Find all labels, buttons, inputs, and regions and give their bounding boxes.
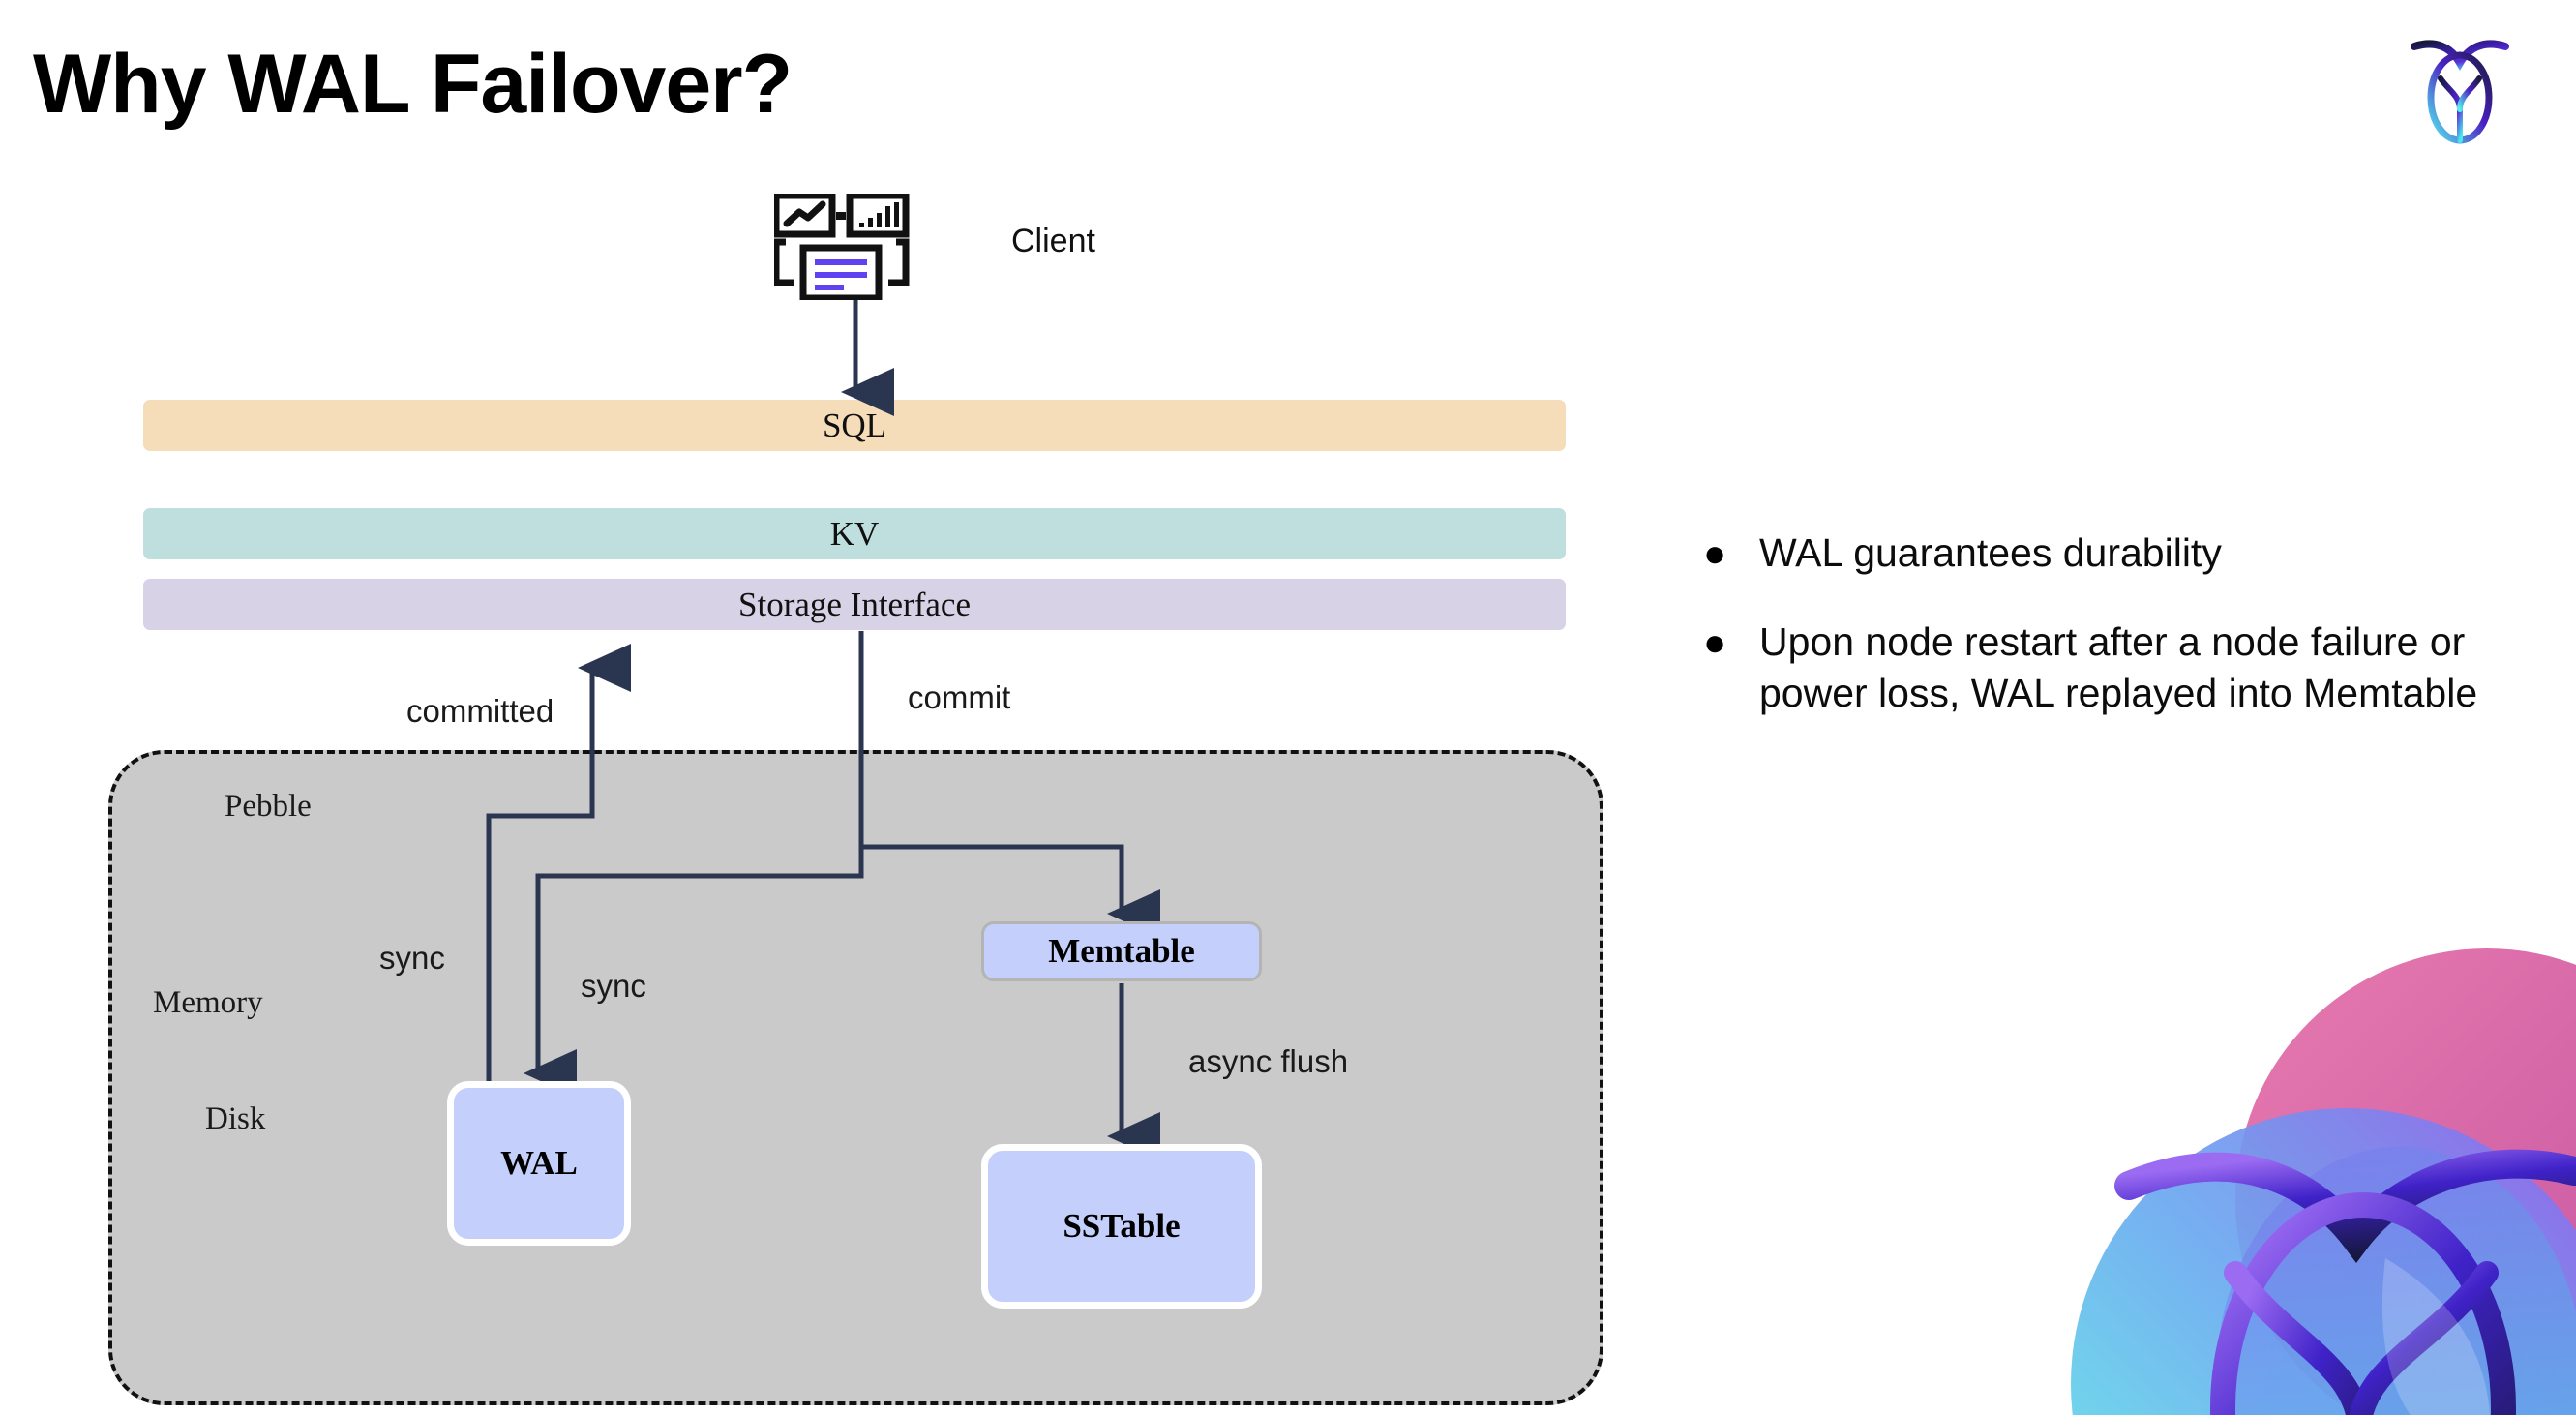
- layer-label-storage-interface: Storage Interface: [738, 585, 971, 623]
- node-memtable: Memtable: [981, 921, 1262, 981]
- list-item: ● WAL guarantees durability: [1703, 527, 2535, 578]
- edge-label-sync-right: sync: [581, 968, 646, 1004]
- client-label: Client: [1011, 223, 1095, 259]
- bullet-marker-icon: ●: [1703, 621, 1727, 665]
- layer-bar-sql: SQL: [143, 400, 1566, 451]
- node-label-memtable: Memtable: [1048, 932, 1195, 970]
- edge-label-commit: commit: [908, 679, 1011, 715]
- layer-bar-kv: KV: [143, 508, 1566, 559]
- memory-label: Memory: [153, 985, 263, 1020]
- disk-label: Disk: [205, 1101, 266, 1136]
- node-wal: WAL: [447, 1081, 631, 1246]
- node-label-sstable: SSTable: [1063, 1207, 1181, 1245]
- pebble-container: [108, 750, 1603, 1405]
- bullet-text: WAL guarantees durability: [1759, 530, 2222, 575]
- layer-label-sql: SQL: [822, 406, 887, 444]
- edge-label-async-flush: async flush: [1188, 1043, 1349, 1079]
- layer-label-kv: KV: [829, 514, 880, 553]
- edge-label-sync-left: sync: [379, 940, 445, 976]
- bullet-list: ● WAL guarantees durability ● Upon node …: [1703, 527, 2535, 757]
- bullet-text: Upon node restart after a node failure o…: [1759, 619, 2478, 715]
- list-item: ● Upon node restart after a node failure…: [1703, 617, 2535, 718]
- bullet-marker-icon: ●: [1703, 532, 1727, 575]
- node-sstable: SSTable: [981, 1144, 1262, 1309]
- layer-bar-storage-interface: Storage Interface: [143, 579, 1566, 630]
- edge-label-committed: committed: [406, 693, 554, 729]
- decorative-logo-art: [1945, 924, 2576, 1415]
- node-label-wal: WAL: [500, 1144, 578, 1182]
- client-dashboard-icon: [772, 192, 924, 302]
- page-title: Why WAL Failover?: [33, 38, 793, 131]
- pebble-label: Pebble: [225, 789, 312, 824]
- cockroachdb-logo: [2407, 32, 2513, 148]
